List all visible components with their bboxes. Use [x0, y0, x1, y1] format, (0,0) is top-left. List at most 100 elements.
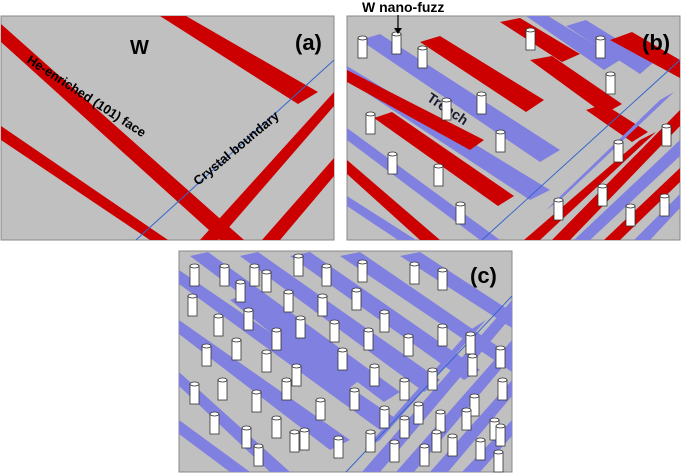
nano-fuzz-cylinder: [271, 415, 282, 439]
he-face-stripe: [604, 168, 680, 240]
nano-fuzz-cylinder: [299, 427, 310, 451]
he-face-stripe: [160, 16, 318, 104]
trench-stripe: [364, 320, 486, 450]
nano-fuzz-cylinder: [271, 327, 282, 351]
trench-stripe: [240, 252, 440, 392]
panel-a-background: [0, 15, 335, 241]
nano-fuzz-cylinder: [525, 27, 536, 51]
nano-fuzz-cylinder: [493, 449, 504, 473]
nano-fuzz-cylinder: [333, 435, 344, 459]
nano-fuzz-cylinder: [209, 411, 220, 435]
panel-a-stripes: [1, 16, 334, 240]
nano-fuzz-cylinder: [427, 367, 438, 391]
nano-fuzz-cylinder: [365, 429, 376, 453]
he-face-stripe: [500, 18, 580, 62]
nano-fuzz-cylinder: [329, 319, 340, 343]
crystal-boundary-line: [135, 59, 335, 241]
nano-fuzz-cylinder: [399, 415, 410, 439]
he-face-stripe: [1, 126, 168, 240]
nano-fuzz-cylinder: [249, 263, 260, 287]
nano-fuzz-cylinder: [379, 309, 390, 333]
material-label: W: [130, 37, 149, 59]
nano-fuzz-cylinder: [413, 401, 424, 425]
nano-fuzz-cylinder: [235, 279, 246, 303]
nano-fuzz-cylinder: [219, 263, 230, 287]
nano-fuzz-cylinder: [441, 97, 452, 121]
nano-fuzz-cylinder: [495, 423, 506, 447]
nano-fuzz-cylinder: [467, 353, 478, 377]
nano-fuzz-cylinder: [337, 347, 348, 371]
nano-fuzz-cylinder: [243, 307, 254, 331]
nano-fuzz-cylinder: [497, 377, 508, 401]
trench-stripe: [230, 294, 360, 392]
nano-fuzz-cylinder: [409, 261, 420, 285]
trench-stripe: [360, 34, 560, 162]
nano-fuzz-cylinder: [363, 327, 374, 351]
trench-stripe: [566, 20, 654, 74]
nano-fuzz-cylinder: [201, 343, 212, 367]
nano-fuzz-cylinder: [595, 35, 606, 59]
nano-fuzz-cylinder: [231, 337, 242, 361]
nano-fuzz-cylinder: [461, 407, 472, 431]
panel-c-letter: (c): [470, 263, 497, 288]
nano-fuzz-cylinder: [387, 151, 398, 175]
nano-fuzz-cylinder: [349, 387, 360, 411]
nano-fuzz-cylinder: [321, 263, 332, 287]
panel-c-fuzz: [187, 253, 508, 473]
nano-fuzz-cylinder: [399, 377, 410, 401]
he-face-stripe: [420, 36, 544, 112]
crystal-boundary-line: [481, 59, 681, 241]
nano-fuzz-cylinder: [495, 129, 506, 153]
nano-fuzz-cylinder: [625, 203, 636, 227]
he-face-stripe: [586, 104, 648, 142]
nano-fuzz-cylinder: [469, 393, 480, 417]
nano-fuzz-cylinder: [437, 323, 448, 347]
nano-fuzz-cylinder: [281, 377, 292, 401]
he-face-stripe: [347, 70, 484, 150]
nano-fuzz-cylinder: [187, 293, 198, 317]
he-face-stripe: [262, 158, 334, 240]
nano-fuzz-cylinder: [295, 315, 306, 339]
nano-fuzz-cylinder: [217, 377, 228, 401]
nano-fuzz-cylinder: [391, 31, 402, 55]
nano-fuzz-cylinder: [351, 287, 362, 311]
panel-a-letter: (a): [295, 30, 322, 55]
trench-stripe: [400, 252, 512, 328]
nano-fuzz-cylinder: [495, 345, 506, 369]
nano-fuzz-cylinder: [283, 289, 294, 313]
panel-a: (a) W He-enriched (101) face Crystal bou…: [0, 15, 335, 241]
nano-fuzz-cylinder: [417, 45, 428, 69]
nano-fuzz-cylinder: [605, 71, 616, 95]
nano-fuzz-cylinder: [365, 111, 376, 135]
nano-fuzz-cylinder: [431, 429, 442, 453]
nano-fuzz-cylinder: [357, 259, 368, 283]
nano-fuzz-cylinder: [435, 409, 446, 433]
he-face-stripe: [530, 56, 622, 114]
nano-fuzz-cylinder: [661, 123, 672, 147]
nano-fuzz-cylinder: [465, 331, 476, 355]
panel-b-letter: (b): [642, 30, 670, 55]
he-face-stripe: [1, 24, 244, 240]
nano-fuzz-cylinder: [357, 35, 368, 59]
nano-fuzz-cylinder: [315, 397, 326, 421]
nano-fuzz-cylinder: [189, 263, 200, 287]
panel-b-fuzz: [357, 27, 672, 227]
trench-stripe: [179, 420, 250, 472]
nano-fuzz-cylinder: [433, 163, 444, 187]
trench-stripe: [179, 320, 350, 450]
panel-c: (c): [178, 250, 513, 473]
nano-fuzz-cylinder: [447, 433, 458, 457]
nano-fuzz-cylinder: [369, 363, 380, 387]
nano-fuzz-cylinder: [241, 425, 252, 449]
nano-fuzz-label: W nano-fuzz: [362, 0, 444, 15]
nano-fuzz-cylinder: [403, 333, 414, 357]
nano-fuzz-cylinder: [293, 253, 304, 277]
nano-fuzz-cylinder: [597, 183, 608, 207]
he-face-stripe: [374, 112, 514, 206]
nano-fuzz-cylinder: [379, 405, 390, 429]
nano-fuzz-cylinder: [475, 437, 486, 461]
trench-stripe: [396, 340, 512, 472]
trench-stripe: [546, 92, 674, 210]
arrow-down-icon: [394, 28, 402, 34]
